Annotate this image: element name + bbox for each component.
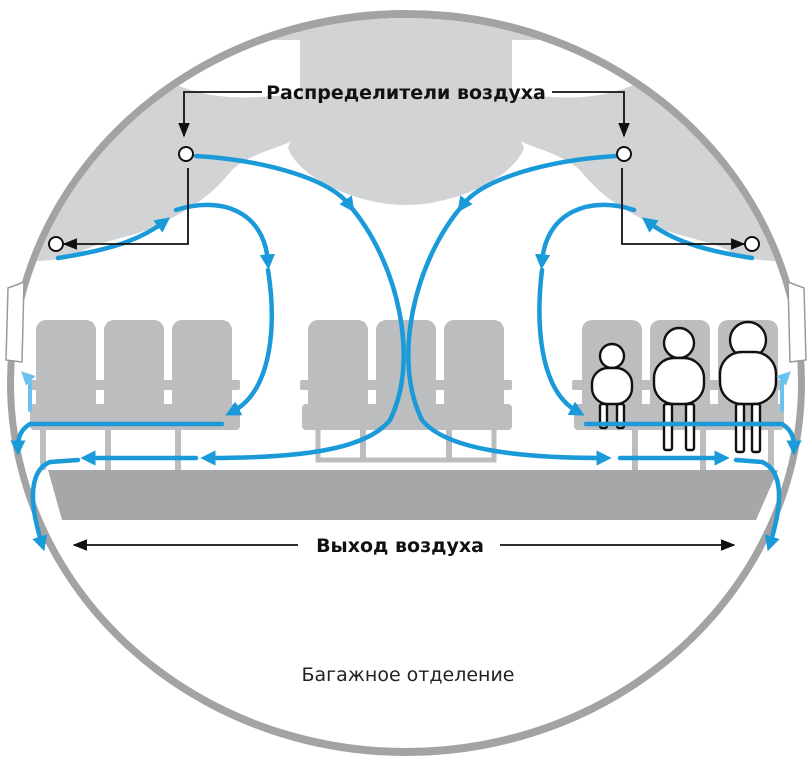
airflow-arrows-light bbox=[21, 371, 791, 412]
passenger-icon bbox=[652, 326, 706, 452]
seat-row-center bbox=[300, 320, 512, 463]
seat-icon bbox=[376, 320, 436, 416]
arrow-icon bbox=[30, 457, 81, 552]
cabin-ceiling bbox=[14, 18, 798, 262]
arrow-icon bbox=[193, 153, 355, 213]
arrow-icon bbox=[534, 202, 637, 270]
air-vent-icon bbox=[48, 236, 64, 252]
seat-icon bbox=[172, 320, 232, 416]
arrow-icon bbox=[583, 421, 802, 456]
air-outlet-label: Выход воздуха bbox=[316, 535, 484, 557]
arrow-icon bbox=[173, 202, 276, 270]
air-vent-icon bbox=[178, 146, 194, 162]
cabin-floor bbox=[48, 470, 778, 520]
seat-icon bbox=[308, 320, 368, 416]
arrow-icon bbox=[406, 203, 612, 466]
arrow-icon bbox=[733, 457, 782, 552]
arrow-icon bbox=[537, 267, 585, 416]
window-left bbox=[5, 280, 25, 363]
air-vent-icon bbox=[616, 146, 632, 162]
air-vents bbox=[48, 146, 760, 252]
window-right bbox=[787, 280, 807, 363]
air-vent-icon bbox=[744, 236, 760, 252]
arrow-icon bbox=[457, 153, 619, 213]
airflow-arrows bbox=[10, 153, 802, 552]
seat-icon bbox=[36, 320, 96, 416]
passengers bbox=[590, 320, 778, 454]
arrow-icon bbox=[200, 203, 406, 466]
arrow-icon bbox=[225, 267, 274, 416]
arrow-icon bbox=[776, 371, 791, 412]
cargo-hold-label: Багажное отделение bbox=[301, 664, 514, 686]
seat-icon bbox=[104, 320, 164, 416]
arrow-icon bbox=[10, 421, 225, 456]
distributor-pointers bbox=[62, 91, 746, 250]
air-distributors-label: Распределители воздуха bbox=[266, 82, 546, 104]
seat-icon bbox=[444, 320, 504, 416]
passenger-icon bbox=[718, 320, 778, 454]
arrow-icon bbox=[21, 371, 36, 412]
